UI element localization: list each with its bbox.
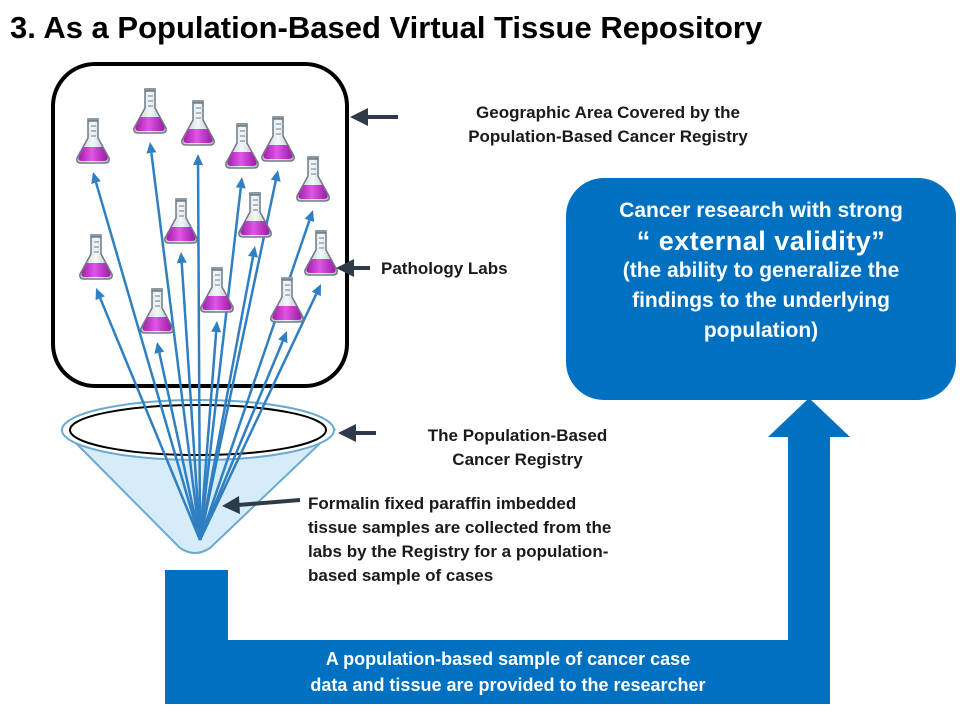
sample-arrow-head bbox=[95, 288, 105, 301]
ffpe-line4: based sample of cases bbox=[308, 566, 494, 585]
sample-arrow-line bbox=[198, 293, 318, 541]
sample-arrow-head bbox=[235, 177, 246, 189]
sample-arrow-line bbox=[198, 331, 218, 541]
sample-arrow-line bbox=[150, 152, 202, 541]
sample-arrow-head bbox=[304, 210, 315, 223]
sample-arrow-head bbox=[248, 246, 258, 258]
sample-arrow-line bbox=[198, 340, 284, 541]
geographic-label-line1: Geographic Area Covered by the bbox=[476, 103, 740, 122]
sample-arrow-head bbox=[278, 331, 288, 344]
research-box-text: Cancer research with strong “ external v… bbox=[566, 178, 956, 400]
bottom-bar-text: A population-based sample of cancer case… bbox=[228, 646, 788, 698]
ffpe-line3: labs by the Registry for a population- bbox=[308, 542, 609, 561]
sample-arrow-line bbox=[198, 187, 242, 541]
sample-arrow-line bbox=[198, 256, 255, 541]
research-line2: “ external validity” bbox=[636, 226, 886, 256]
pointer-geographic bbox=[350, 108, 398, 126]
page-title: 3. As a Population-Based Virtual Tissue … bbox=[10, 10, 763, 45]
sample-arrow-head bbox=[211, 321, 222, 333]
sample-arrow-head bbox=[154, 342, 165, 354]
sample-arrow-head bbox=[270, 170, 281, 182]
sample-arrow-head bbox=[146, 142, 157, 154]
sample-arrow-line bbox=[99, 297, 202, 541]
research-line5: population) bbox=[703, 319, 819, 342]
pointer-arrows bbox=[222, 108, 398, 514]
sample-arrows bbox=[91, 142, 321, 541]
pathology-labs-label: Pathology Labs bbox=[381, 259, 508, 278]
research-line4: findings to the underlying bbox=[632, 289, 890, 312]
research-line3: (the ability to generalize the bbox=[622, 259, 900, 282]
registry-label: The Population-Based Cancer Registry bbox=[380, 424, 655, 472]
geographic-label-line2: Population-Based Cancer Registry bbox=[468, 127, 748, 146]
research-line1: Cancer research with strong bbox=[619, 199, 903, 222]
sample-arrow-head bbox=[311, 284, 321, 297]
ffpe-description: Formalin fixed paraffin imbedded tissue … bbox=[308, 492, 748, 588]
sample-arrow-line bbox=[180, 262, 202, 541]
ffpe-line1: Formalin fixed paraffin imbedded bbox=[308, 494, 577, 513]
pointer-pathology bbox=[336, 259, 370, 277]
sample-arrow-head bbox=[193, 154, 204, 166]
pointer-ffpe bbox=[222, 496, 301, 514]
bottom-line1: A population-based sample of cancer case bbox=[325, 649, 691, 669]
bottom-line2: data and tissue are provided to the rese… bbox=[310, 675, 706, 695]
sample-arrow-line bbox=[158, 352, 202, 541]
sample-arrow-head bbox=[176, 252, 187, 264]
sample-arrow-line bbox=[94, 182, 202, 541]
sample-arrow-line bbox=[196, 164, 202, 541]
registry-label-line1: The Population-Based bbox=[427, 426, 608, 445]
sample-arrow-line bbox=[198, 220, 311, 541]
pointer-registry bbox=[338, 424, 376, 442]
sample-arrow-head bbox=[91, 172, 101, 184]
research-box bbox=[566, 178, 956, 400]
geographic-area-label: Geographic Area Covered by the Populatio… bbox=[398, 101, 818, 149]
registry-label-line2: Cancer Registry bbox=[452, 450, 583, 469]
sample-arrow-line bbox=[198, 180, 277, 541]
ffpe-line2: tissue samples are collected from the bbox=[308, 518, 612, 537]
return-arrow bbox=[165, 398, 850, 704]
